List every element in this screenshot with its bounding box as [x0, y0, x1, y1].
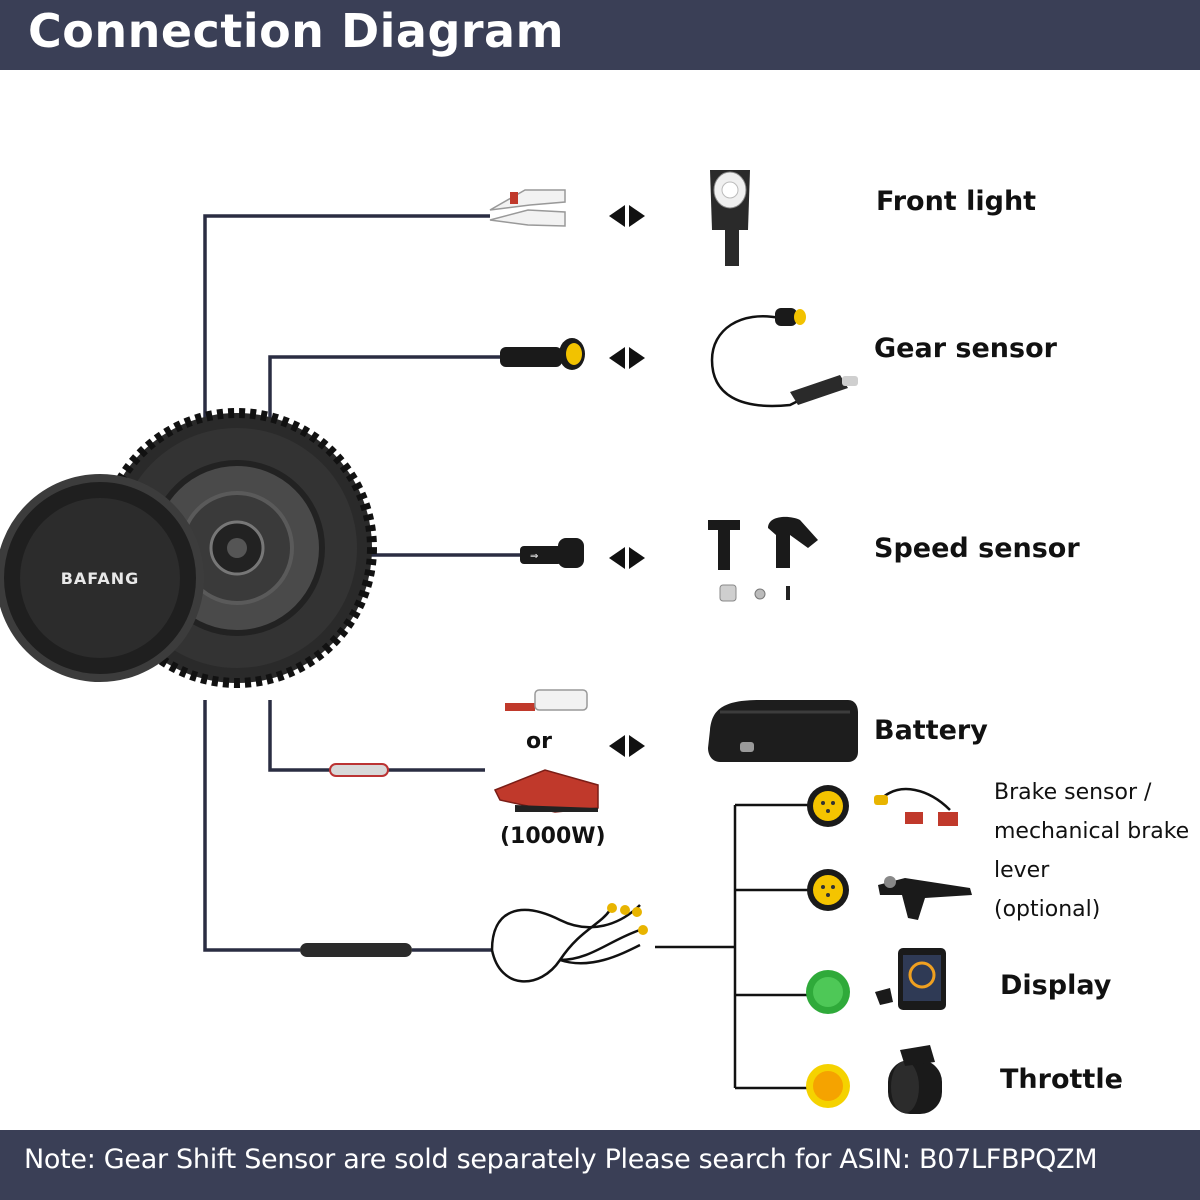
arrow-icon	[609, 347, 645, 369]
battery-wire	[268, 700, 485, 772]
brake-connector-2	[807, 869, 849, 911]
main-harness	[490, 903, 648, 983]
battery-connector-small	[505, 689, 588, 711]
label-battery: Battery	[874, 715, 988, 746]
label-1000w: (1000W)	[500, 824, 606, 849]
display-icon	[875, 948, 946, 1010]
throttle-connector	[806, 1064, 850, 1108]
label-brake-line2: mechanical brake	[994, 819, 1189, 844]
wiring	[203, 214, 520, 957]
gear-sensor-connector	[500, 338, 585, 370]
main-harness-wire	[203, 700, 492, 952]
footer-banner: Note: Gear Shift Sensor are sold separat…	[0, 1130, 1200, 1200]
label-display: Display	[1000, 970, 1112, 1001]
label-brake-line1: Brake sensor /	[994, 780, 1152, 805]
label-gear-sensor: Gear sensor	[874, 333, 1058, 364]
gear-sensor-wire	[268, 355, 500, 420]
brand-logo: BAFANG	[61, 569, 140, 588]
label-speed-sensor: Speed sensor	[874, 533, 1080, 564]
arrow-icon	[609, 735, 645, 757]
front-light-wire	[203, 214, 490, 420]
brake-connector-1	[807, 785, 849, 827]
front-light-connector	[489, 189, 566, 227]
gear-sensor-icon	[710, 308, 858, 408]
bafang-motor: BAFANG	[0, 408, 377, 688]
label-or: or	[526, 729, 552, 754]
brake-lever-icon	[878, 876, 972, 920]
front-light-icon	[710, 170, 750, 266]
speed-sensor-connector: ⇒	[520, 538, 584, 568]
svg-text:⇒: ⇒	[530, 551, 538, 562]
arrow-icon	[609, 205, 645, 227]
arrows	[609, 205, 645, 757]
brake-sensor-icon	[874, 787, 958, 826]
display-connector	[806, 970, 850, 1014]
speed-sensor-icon	[708, 516, 818, 602]
harness-inline-connector	[300, 943, 412, 957]
battery-inline-connector	[329, 763, 389, 777]
label-throttle: Throttle	[1000, 1064, 1123, 1095]
throttle-icon	[888, 1045, 942, 1114]
label-brake-line3: lever	[994, 858, 1050, 883]
arrow-icon	[609, 547, 645, 569]
battery-icon	[708, 700, 858, 762]
page-title: Connection Diagram	[28, 4, 565, 58]
battery-connector-1000w	[493, 769, 599, 813]
accessory-branches	[655, 803, 810, 1090]
label-brake-line4: (optional)	[994, 897, 1100, 922]
label-front-light: Front light	[876, 186, 1036, 217]
header-banner: Connection Diagram	[0, 0, 1200, 70]
footer-note: Note: Gear Shift Sensor are sold separat…	[24, 1144, 1098, 1175]
